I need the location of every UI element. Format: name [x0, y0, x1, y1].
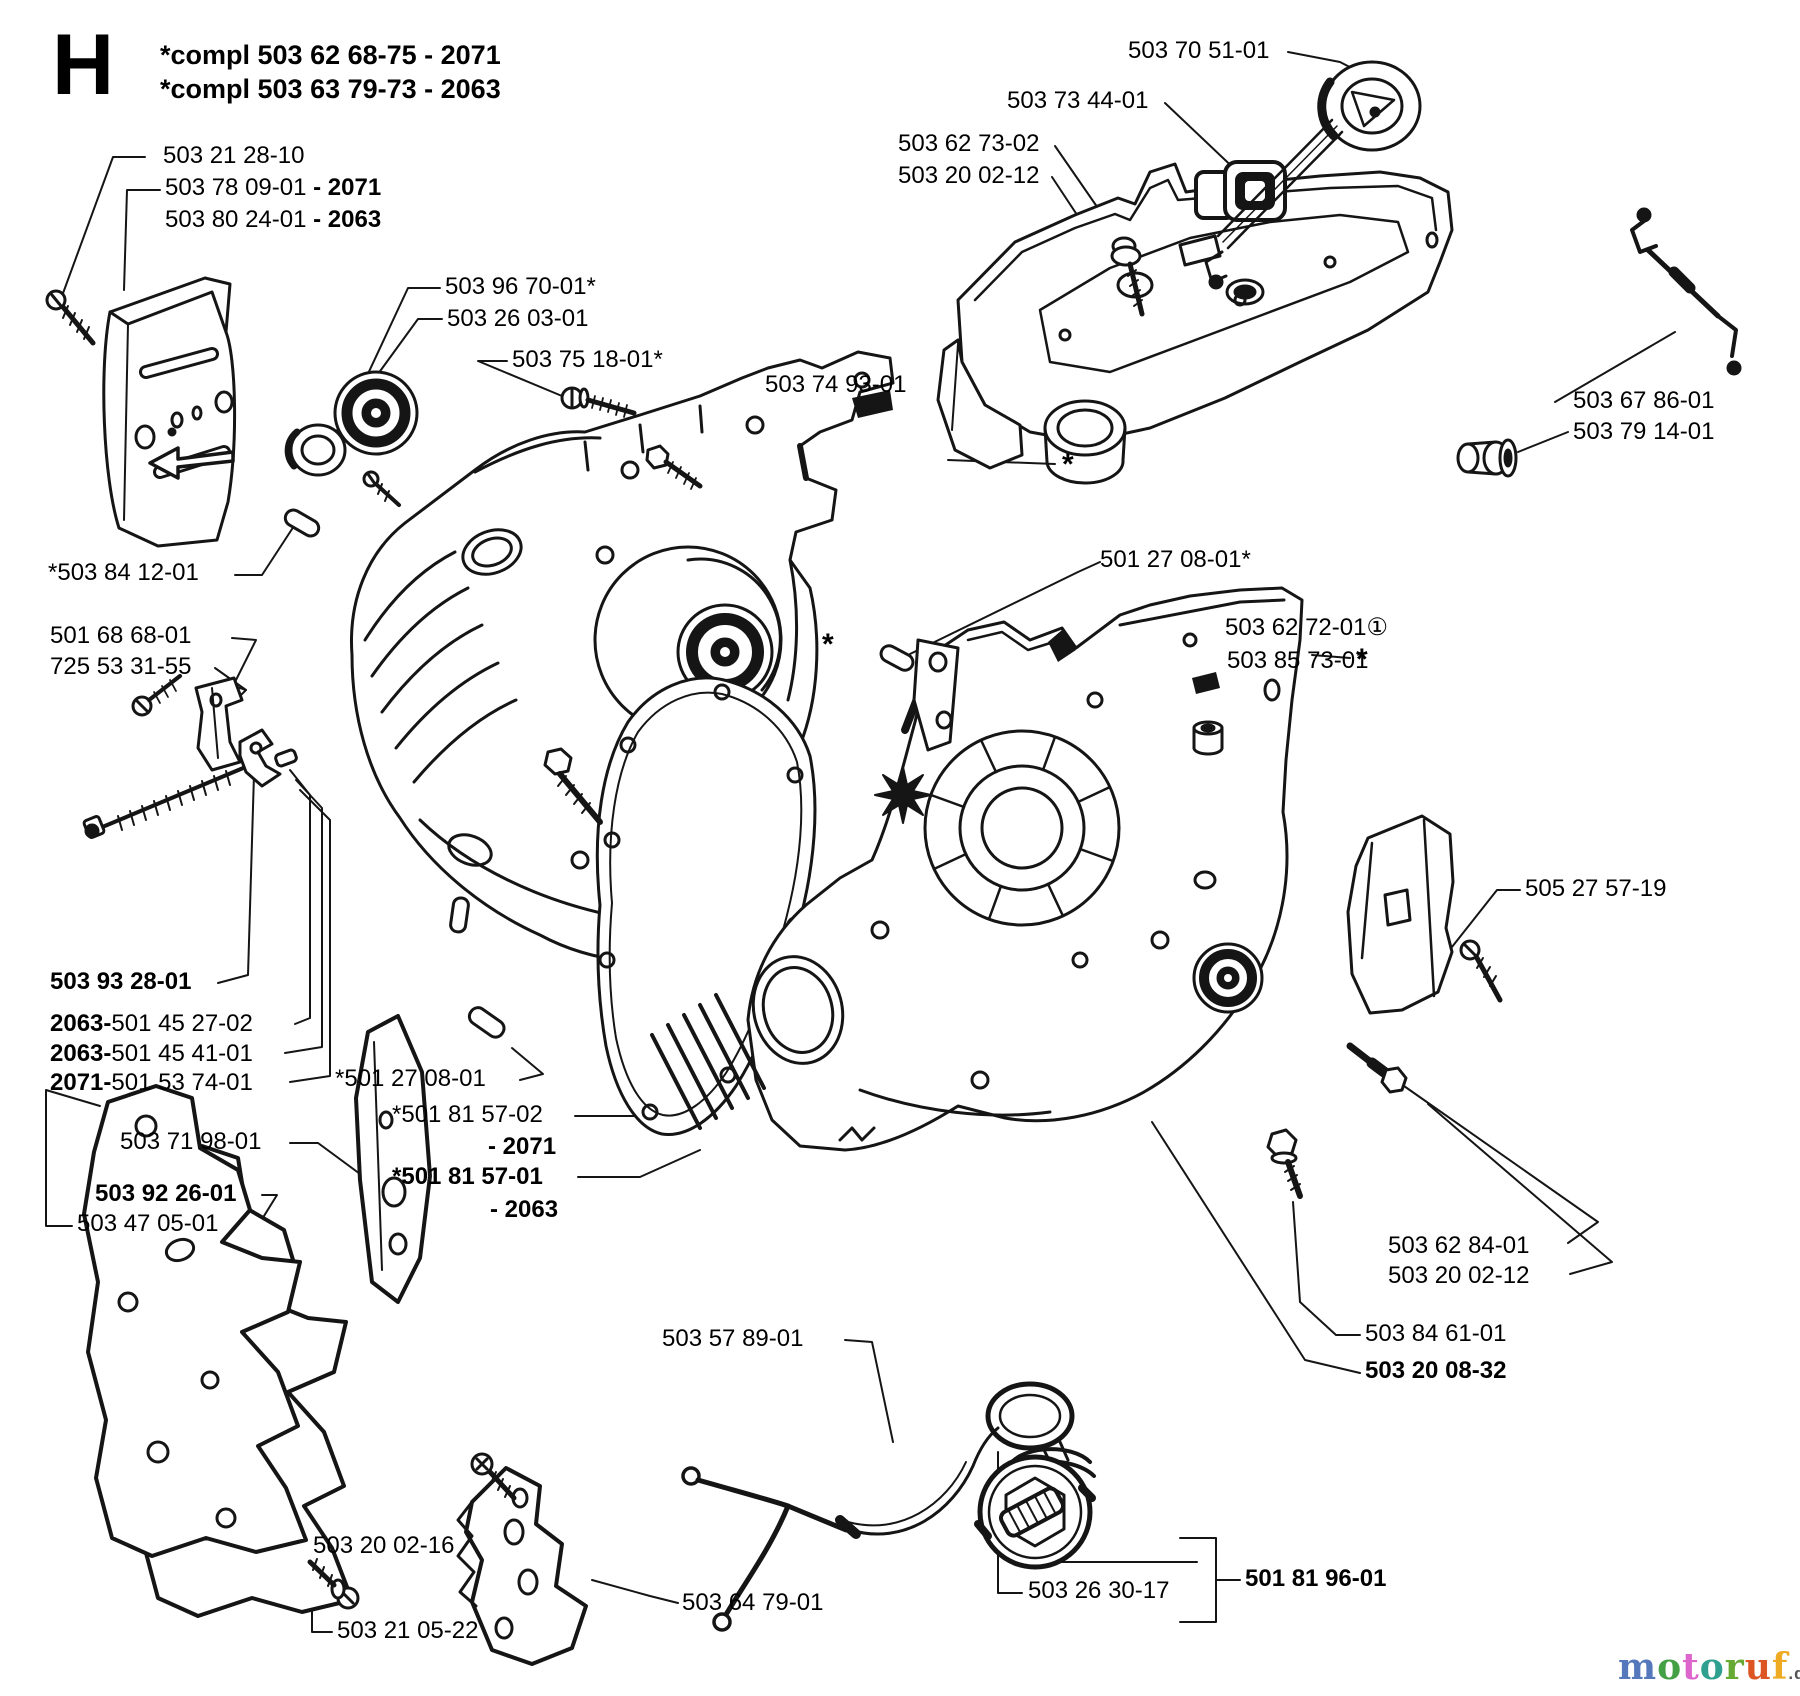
chain-catcher-plates — [82, 1084, 354, 1618]
link-rod — [1630, 207, 1742, 376]
part-label-503-70-51-01: 503 70 51-01 — [1128, 37, 1270, 64]
part-label-501-53-74-01: 2071-501 53 74-01 — [50, 1069, 253, 1096]
compl-line-1: *compl 503 62 68-75 - 2071 — [160, 40, 501, 70]
part-label-501-27-08-01-lower: *501 27 08-01 — [335, 1065, 486, 1092]
part-label-503-62-72-01: 503 62 72-01① — [1225, 614, 1388, 641]
screw-503-74-93-01 — [645, 444, 703, 490]
motoruf-letter: o — [1699, 1646, 1725, 1688]
part-label-503-57-89-01: 503 57 89-01 — [662, 1325, 804, 1352]
part-label-503-20-02-12-bottom: 503 20 02-12 — [1388, 1262, 1530, 1289]
part-label-503-92-26-01: 503 92 26-01 — [95, 1180, 237, 1207]
screw-503-75-18-01 — [560, 386, 637, 418]
part-label-505-27-57-19: 505 27 57-19 — [1525, 875, 1667, 902]
spike-plate-503-64-79-01 — [456, 1466, 588, 1666]
part-label-503-96-70-01: 503 96 70-01* — [445, 273, 596, 300]
motoruf-letter: f — [1771, 1646, 1789, 1688]
part-label-501-68-68-01: 501 68 68-01 — [50, 622, 192, 649]
clutch-side-plate — [102, 276, 237, 548]
oil-pickup-wire-503-57-89-01 — [681, 1426, 1000, 1632]
motoruf-letter: r — [1724, 1646, 1745, 1688]
part-label-503-79-14-01: 503 79 14-01 — [1573, 418, 1715, 445]
part-label-501-81-57-01: *501 81 57-01 — [392, 1163, 543, 1190]
part-label-2063-variant: - 2063 — [490, 1196, 559, 1223]
part-label-asterisk-right: * — [1356, 643, 1368, 676]
screw-503-21-28-10 — [45, 289, 96, 346]
part-label-503-71-98-01: 503 71 98-01 — [120, 1128, 262, 1155]
crankcase-half-right — [650, 586, 1304, 1152]
part-label-503-62-73-02: 503 62 73-02 — [898, 130, 1040, 157]
part-label-503-64-79-01: 503 64 79-01 — [682, 1589, 824, 1616]
part-label-725-53-31-55: 725 53 31-55 — [50, 653, 192, 680]
part-label-503-21-05-22: 503 21 05-22 — [337, 1617, 479, 1644]
bushing-503-79-14-01 — [1456, 438, 1518, 478]
part-label-503-80-24-01: 503 80 24-01 - 2063 — [165, 206, 382, 233]
clamp-bracket — [131, 674, 244, 772]
motoruf-letter: m — [1618, 1646, 1658, 1688]
part-label-503-74-93-01: 503 74 93-01 — [765, 371, 907, 398]
grommet-503-73-44-01 — [1194, 160, 1287, 222]
part-label-501-81-96-01: 501 81 96-01 — [1245, 1565, 1387, 1592]
part-label-503-20-08-32: 503 20 08-32 — [1365, 1357, 1507, 1384]
part-label-asterisk-top: * — [1062, 448, 1074, 481]
screw-503-84-61-01 — [1266, 1128, 1303, 1199]
bearing-right — [1192, 942, 1264, 1014]
compl-line-2: *compl 503 63 79-73 - 2063 — [160, 74, 501, 104]
motoruf-letters: motoruf — [1618, 1646, 1788, 1688]
part-label-503-78-09-01: 503 78 09-01 - 2071 — [165, 174, 382, 201]
part-label-503-20-02-16: 503 20 02-16 — [313, 1532, 455, 1559]
part-label-503-75-18-01: 503 75 18-01* — [512, 346, 663, 373]
motoruf-letter: t — [1682, 1646, 1700, 1688]
motoruf-suffix: .de — [1788, 1664, 1800, 1683]
motoruf-letter: o — [1657, 1646, 1683, 1688]
fuel-cap-assembly — [974, 1381, 1096, 1570]
crankshaft-bearing-left — [284, 370, 419, 507]
part-label-501-27-08-01-upper: 501 27 08-01* — [1100, 546, 1251, 573]
cover-505-27-57-19 — [1346, 814, 1503, 1015]
part-label-503-93-28-01: 503 93 28-01 — [50, 968, 192, 995]
part-label-503-73-44-01: 503 73 44-01 — [1007, 87, 1149, 114]
motoruf-letter: u — [1744, 1646, 1772, 1688]
section-letter: H — [52, 17, 115, 113]
part-label-503-21-28-10: 503 21 28-10 — [163, 142, 305, 169]
part-label-501-45-41-01: 2063-501 45 41-01 — [50, 1040, 253, 1067]
part-label-2071-variant: - 2071 — [488, 1133, 557, 1160]
screw-503-20-02-16 — [470, 1452, 517, 1501]
part-label-503-85-73-01: 503 85 73-01 — [1227, 647, 1369, 674]
part-label-503-47-05-01: 503 47 05-01 — [77, 1210, 219, 1237]
screw-503-62-73-02 — [1110, 236, 1145, 317]
screw-503-21-05-22 — [307, 1558, 360, 1610]
part-label-503-62-84-01: 503 62 84-01 — [1388, 1232, 1530, 1259]
dowel-pins — [283, 508, 915, 1039]
part-label-503-26-30-17: 503 26 30-17 — [1028, 1577, 1170, 1604]
part-label-503-20-02-12-top: 503 20 02-12 — [898, 162, 1040, 189]
motoruf-logo: motoruf.de — [1618, 1646, 1800, 1688]
bottom-plate-tray — [936, 162, 1454, 485]
part-label-501-45-27-02: 2063-501 45 27-02 — [50, 1010, 253, 1037]
part-label-503-67-86-01: 503 67 86-01 — [1573, 387, 1715, 414]
part-label-501-81-57-02: *501 81 57-02 — [392, 1101, 543, 1128]
part-label-503-26-03-01: 503 26 03-01 — [447, 305, 589, 332]
part-label-asterisk-bearing: * — [822, 628, 834, 661]
crankcase-bolt — [543, 747, 603, 825]
screw-503-62-84-01 — [1346, 1042, 1408, 1094]
combination-wrench — [1204, 60, 1422, 290]
spring-screw-503-93-28-01 — [82, 755, 260, 839]
part-label-503-84-12-01: *503 84 12-01 — [48, 559, 199, 586]
part-label-503-84-61-01: 503 84 61-01 — [1365, 1320, 1507, 1347]
throttle-clips — [238, 728, 298, 788]
blade-plate-503-71-98-01 — [354, 1014, 432, 1304]
